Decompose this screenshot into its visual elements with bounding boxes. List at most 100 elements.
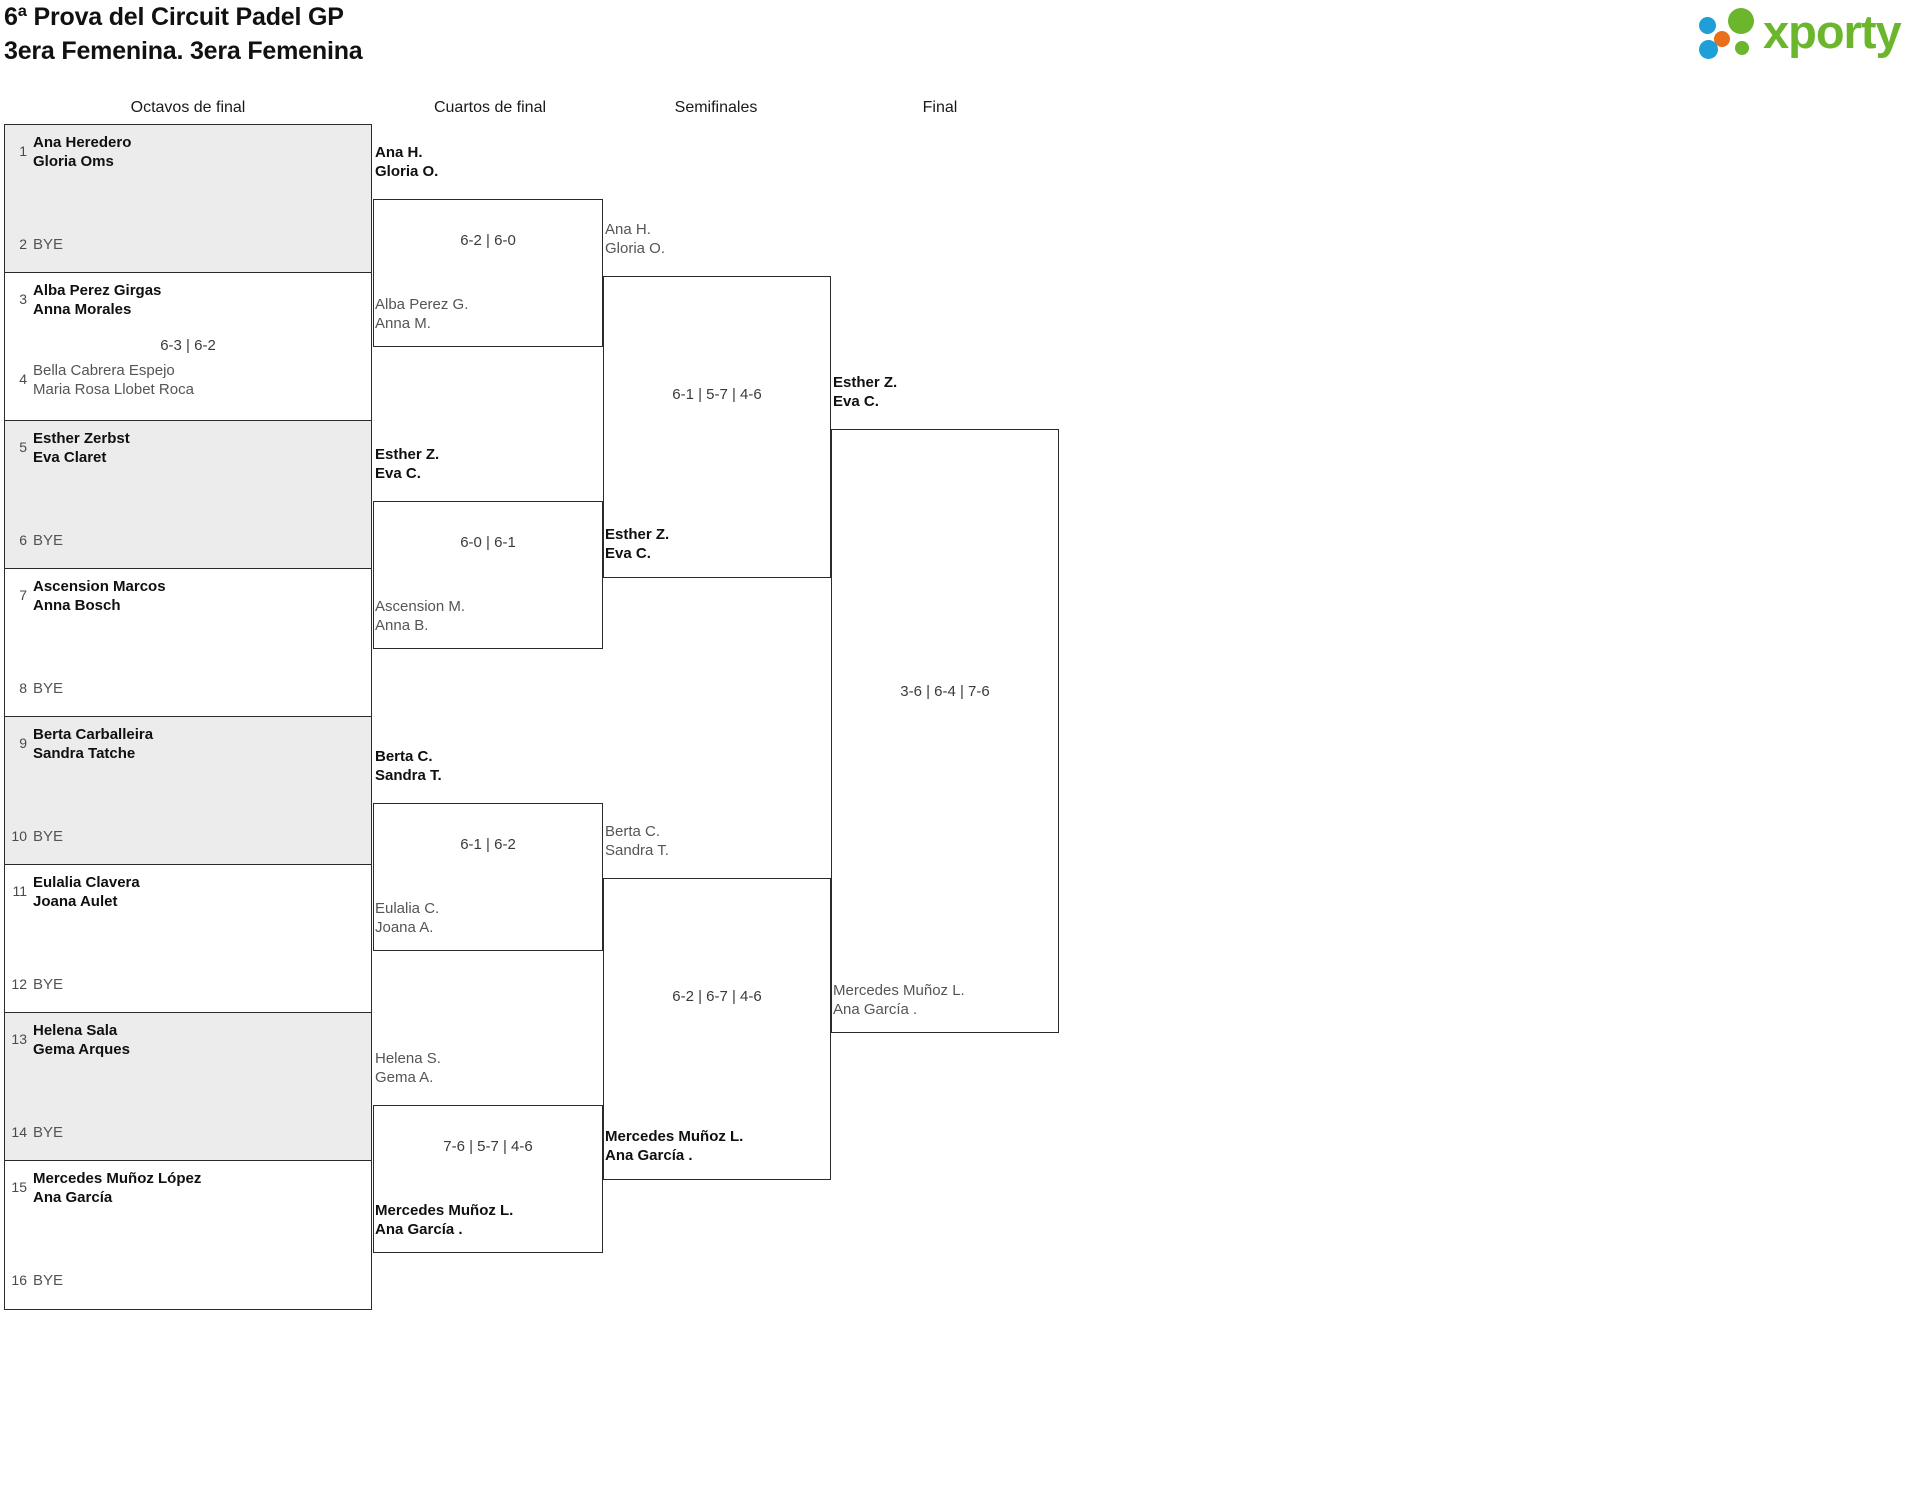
seed-number: 10 [11, 828, 27, 844]
player-line-1: Ana H. [375, 144, 423, 161]
r1-match-8-top: 15 Mercedes Muñoz López Ana García [5, 1169, 371, 1211]
r1-match-4-top: 7 Ascension Marcos Anna Bosch [5, 577, 371, 619]
player-line-1: Berta C. [375, 748, 433, 765]
r2-match-4-bottom-team: Mercedes Muñoz L. Ana García . [375, 1201, 513, 1239]
player-line-1: Bella Cabrera Espejo [33, 362, 175, 379]
r1-match-3[interactable]: 5 Esther Zerbst Eva Claret 6 BYE [5, 421, 371, 569]
player-line-1: Eulalia C. [375, 900, 440, 917]
player-line-1: BYE [33, 827, 64, 845]
player-line-2: Anna Morales [33, 301, 132, 318]
tournament-name: 6ª Prova del Circuit Padel GP [4, 3, 344, 31]
r1-match-2-bottom: 4 Bella Cabrera Espejo Maria Rosa Llobet… [5, 361, 371, 403]
seed-number: 4 [19, 371, 27, 387]
player-line-1: Ana Heredero [33, 134, 132, 151]
r1-match-3-bottom: 6 BYE [5, 519, 371, 561]
player-line-1: Mercedes Muñoz L. [605, 1128, 744, 1145]
r1-match-6[interactable]: 11 Eulalia Clavera Joana Aulet 12 BYE [5, 865, 371, 1013]
r3-match-1-box[interactable]: 6-1 | 5-7 | 4-6 [603, 276, 831, 578]
player-line-2: Ana García . [833, 1001, 918, 1018]
seed-number: 5 [19, 439, 27, 455]
seed-number: 14 [11, 1124, 27, 1140]
player-line-2: Eva Claret [33, 449, 107, 466]
team-name: BYE [33, 679, 63, 698]
r2-match-1-score: 6-2 | 6-0 [460, 232, 516, 249]
seed-number: 1 [19, 143, 27, 159]
player-line-2: Joana Aulet [33, 893, 118, 910]
round-header-cuartos: Cuartos de final [433, 99, 547, 116]
r1-match-3-top: 5 Esther Zerbst Eva Claret [5, 429, 371, 471]
player-line-2: Joana A. [375, 919, 434, 936]
r3-match-2-score: 6-2 | 6-7 | 4-6 [672, 988, 762, 1005]
r2-match-2-score: 6-0 | 6-1 [460, 534, 516, 551]
team-name: BYE [33, 827, 63, 846]
player-line-1: BYE [33, 1123, 64, 1141]
player-line-2: Anna M. [375, 315, 431, 332]
r2-match-2-top-team: Esther Z. Eva C. [375, 445, 439, 483]
r2-match-1-bottom-team: Alba Perez G. Anna M. [375, 295, 468, 333]
r1-match-5[interactable]: 9 Berta Carballeira Sandra Tatche 10 BYE [5, 717, 371, 865]
category-name: 3era Femenina. 3era Femenina [4, 37, 363, 65]
r1-match-6-top: 11 Eulalia Clavera Joana Aulet [5, 873, 371, 915]
player-line-2: Ana García . [605, 1147, 693, 1164]
r2-match-1-box[interactable]: 6-2 | 6-0 [373, 199, 603, 347]
r4-match-1-box[interactable]: 3-6 | 6-4 | 7-6 [831, 429, 1059, 1033]
r4-match-1-top-team: Esther Z. Eva C. [833, 373, 897, 411]
team-name: BYE [33, 1271, 63, 1290]
r1-match-2-score: 6-3 | 6-2 [160, 337, 216, 354]
r1-match-2-top: 3 Alba Perez Girgas Anna Morales [5, 281, 371, 323]
player-line-1: Esther Z. [375, 446, 440, 463]
team-name: Berta Carballeira Sandra Tatche [33, 725, 153, 763]
r1-match-8-bottom: 16 BYE [5, 1259, 371, 1301]
player-line-2: Anna B. [375, 617, 429, 634]
seed-number: 6 [19, 532, 27, 548]
r1-match-1[interactable]: 1 Ana Heredero Gloria Oms 2 BYE [5, 125, 371, 273]
team-name: Helena Sala Gema Arques [33, 1021, 130, 1059]
player-line-1: BYE [33, 235, 64, 253]
r1-match-4[interactable]: 7 Ascension Marcos Anna Bosch 8 BYE [5, 569, 371, 717]
r3-match-2-box[interactable]: 6-2 | 6-7 | 4-6 [603, 878, 831, 1180]
seed-number: 16 [11, 1272, 27, 1288]
team-name: Esther Zerbst Eva Claret [33, 429, 130, 467]
r2-match-2-bottom-team: Ascension M. Anna B. [375, 597, 465, 635]
team-name: BYE [33, 235, 63, 254]
player-line-1: BYE [33, 1271, 64, 1289]
seed-number: 3 [19, 291, 27, 307]
player-line-2: Gema A. [375, 1069, 434, 1086]
r2-match-4-top-team: Helena S. Gema A. [375, 1049, 441, 1087]
r2-match-4-box[interactable]: 7-6 | 5-7 | 4-6 [373, 1105, 603, 1253]
r2-match-3-bottom-team: Eulalia C. Joana A. [375, 899, 439, 937]
team-name: BYE [33, 975, 63, 994]
r1-match-7[interactable]: 13 Helena Sala Gema Arques 14 BYE [5, 1013, 371, 1161]
seed-number: 2 [19, 236, 27, 252]
player-line-1: Esther Zerbst [33, 430, 130, 447]
team-name: BYE [33, 1123, 63, 1142]
player-line-2: Ana García . [375, 1221, 463, 1238]
player-line-1: Ascension M. [375, 598, 466, 615]
player-line-1: Esther Z. [605, 526, 670, 543]
player-line-1: Mercedes Muñoz L. [833, 982, 965, 999]
player-line-2: Gema Arques [33, 1041, 130, 1058]
team-name: Mercedes Muñoz López Ana García [33, 1169, 201, 1207]
r1-match-1-bottom: 2 BYE [5, 223, 371, 265]
player-line-1: Alba Perez Girgas [33, 282, 162, 299]
r3-match-1-score: 6-1 | 5-7 | 4-6 [672, 386, 762, 403]
team-name: Ascension Marcos Anna Bosch [33, 577, 166, 615]
round-header-semifinales: Semifinales [674, 99, 758, 116]
r2-match-2-box[interactable]: 6-0 | 6-1 [373, 501, 603, 649]
r1-match-5-top: 9 Berta Carballeira Sandra Tatche [5, 725, 371, 767]
r2-match-3-top-team: Berta C. Sandra T. [375, 747, 442, 785]
r2-match-4-score: 7-6 | 5-7 | 4-6 [443, 1138, 533, 1155]
player-line-1: Berta C. [605, 823, 661, 840]
r2-match-3-box[interactable]: 6-1 | 6-2 [373, 803, 603, 951]
r4-match-1-score: 3-6 | 6-4 | 7-6 [900, 683, 990, 700]
seed-number: 9 [19, 735, 27, 751]
player-line-2: Gloria Oms [33, 153, 114, 170]
r1-match-2[interactable]: 3 Alba Perez Girgas Anna Morales 6-3 | 6… [5, 273, 371, 421]
round-header-octavos: Octavos de final [130, 99, 246, 116]
seed-number: 11 [12, 883, 27, 899]
r1-match-8[interactable]: 15 Mercedes Muñoz López Ana García 16 BY… [5, 1161, 371, 1309]
r3-match-2-top-team: Berta C. Sandra T. [605, 822, 669, 860]
xporty-logo[interactable]: xporty [1697, 5, 1909, 59]
player-line-1: Helena Sala [33, 1022, 118, 1039]
